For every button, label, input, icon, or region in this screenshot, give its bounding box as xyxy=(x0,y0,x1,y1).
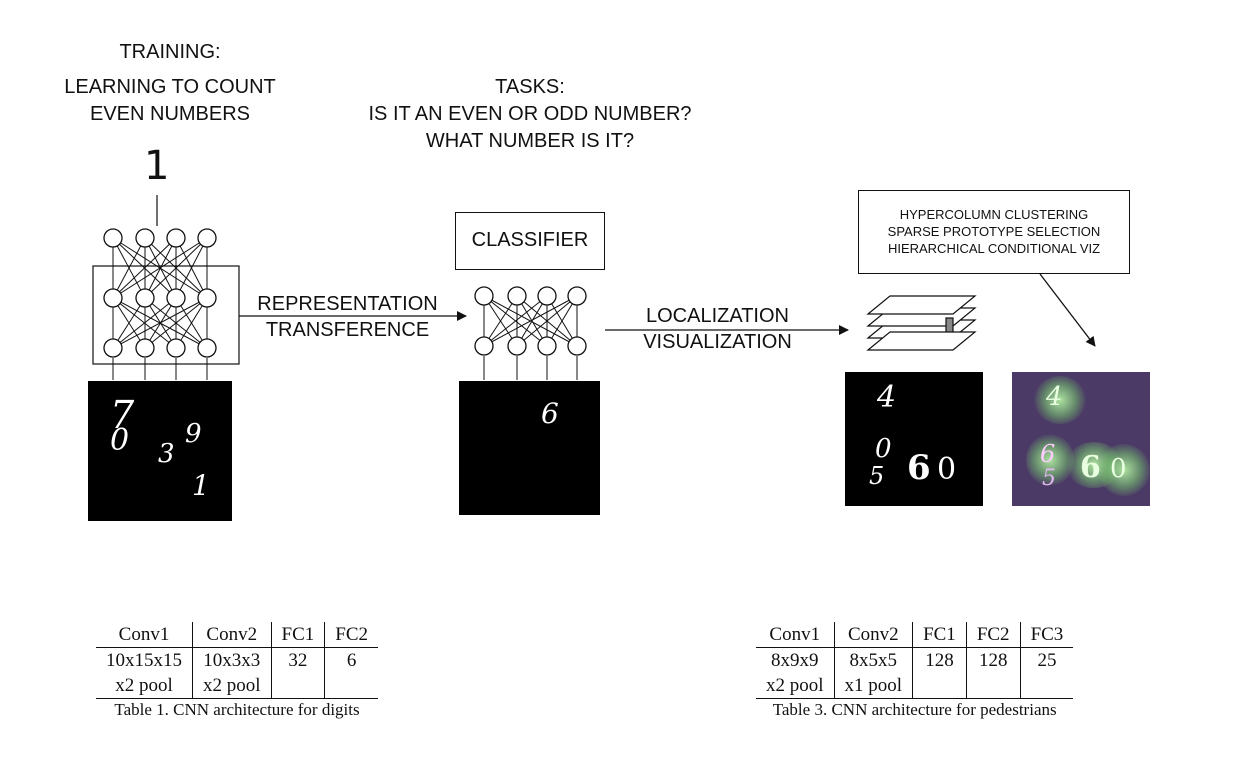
table-cell xyxy=(966,673,1021,698)
arrow-transference-label: TRANSFERENCE xyxy=(265,319,430,341)
stacked-feature-maps-icon xyxy=(866,295,977,351)
arrow-localization-label: LOCALIZATION xyxy=(646,305,789,327)
table-cell xyxy=(325,673,378,698)
digit-3: 3 xyxy=(158,439,175,469)
table-cell: x2 pool xyxy=(756,673,835,698)
table-header: FC2 xyxy=(966,622,1021,648)
table-1-grid: Conv1 Conv2 FC1 FC2 10x15x15 10x3x3 32 6… xyxy=(96,622,379,698)
visualization-heatmap-image: 4 6 5 6 0 xyxy=(1012,372,1150,506)
table-cell: 128 xyxy=(912,647,967,673)
table-1: Conv1 Conv2 FC1 FC2 10x15x15 10x3x3 32 6… xyxy=(96,622,379,721)
tasks-title: TASKS: xyxy=(495,76,565,98)
training-network-nodes xyxy=(103,228,217,358)
table-cell xyxy=(271,673,326,698)
digit-0: 0 xyxy=(875,434,892,464)
classifier-network xyxy=(474,286,587,380)
table-header: FC3 xyxy=(1020,622,1074,648)
digit-9: 9 xyxy=(185,419,202,449)
table-cell xyxy=(1020,673,1073,698)
table-cell: 10x15x15 xyxy=(96,647,193,673)
tasks-question-2: WHAT NUMBER IS IT? xyxy=(425,130,635,152)
arrow-representation-label: REPRESENTATION xyxy=(257,293,438,315)
table-3-grid: Conv1 Conv2 FC1 FC2 FC3 8x9x9 8x5x5 128 … xyxy=(756,622,1074,698)
table-header: Conv1 xyxy=(756,622,835,648)
training-output-digit: 1 xyxy=(144,143,170,189)
table-header: FC2 xyxy=(324,622,379,648)
digit-6: 6 xyxy=(1080,450,1101,485)
digit-0: 0 xyxy=(937,452,957,487)
table-header: FC1 xyxy=(912,622,967,648)
digit-4: 4 xyxy=(1046,382,1063,412)
highlight-blob xyxy=(1034,376,1086,424)
digit-6: 6 xyxy=(541,397,559,430)
digit-0: 0 xyxy=(110,423,130,458)
table-header: FC1 xyxy=(271,622,326,648)
method-sparse-prototype-selection: SPARSE PROTOTYPE SELECTION xyxy=(887,224,1101,239)
method-hierarchical-conditional-viz: HIERARCHICAL CONDITIONAL VIZ xyxy=(887,241,1101,256)
digit-4: 4 xyxy=(877,380,897,415)
arrow-visualization-label: VISUALIZATION xyxy=(643,331,792,353)
localization-image: 4 0 5 6 0 xyxy=(845,372,983,506)
table-cell xyxy=(912,673,967,698)
table-header: Conv2 xyxy=(192,622,272,648)
training-subtitle-line1: LEARNING TO COUNT xyxy=(64,76,276,98)
table-cell: 6 xyxy=(346,650,357,671)
table-3: Conv1 Conv2 FC1 FC2 FC3 8x9x9 8x5x5 128 … xyxy=(756,622,1074,721)
digit-0: 0 xyxy=(1110,454,1127,484)
table-cell: x1 pool xyxy=(834,673,914,698)
training-digits-image: 7 0 3 9 1 xyxy=(88,381,232,521)
table-cell: 128 xyxy=(966,647,1021,673)
digit-7: 7 xyxy=(110,393,135,437)
digit-6: 6 xyxy=(1040,440,1056,468)
digit-6: 6 xyxy=(907,448,931,488)
highlight-blob xyxy=(1098,444,1150,496)
methods-box xyxy=(858,190,1130,274)
table-header: Conv1 xyxy=(96,622,193,648)
table-3-caption: Table 3. CNN architecture for pedestrian… xyxy=(756,698,1074,721)
classifier-digit-image: 6 xyxy=(459,381,600,515)
training-subtitle-line2: EVEN NUMBERS xyxy=(89,103,251,125)
table-cell: 8x5x5 xyxy=(834,647,914,673)
classifier-label: CLASSIFIER xyxy=(471,229,589,251)
table-header: Conv2 xyxy=(834,622,914,648)
digit-1: 1 xyxy=(192,469,210,502)
digit-5: 5 xyxy=(869,462,885,490)
training-title: TRAINING: xyxy=(119,41,221,63)
table-cell: x2 pool xyxy=(96,673,193,698)
arrow-methods-to-visualization xyxy=(1039,273,1096,347)
tasks-question-1: IS IT AN EVEN OR ODD NUMBER? xyxy=(368,103,692,125)
table-cell: 32 xyxy=(271,647,326,673)
table-cell: 25 xyxy=(1037,650,1057,671)
training-network xyxy=(92,195,240,380)
table-1-caption: Table 1. CNN architecture for digits xyxy=(96,698,379,721)
table-cell: 10x3x3 xyxy=(192,647,272,673)
classifier-box xyxy=(455,212,605,270)
table-cell: x2 pool xyxy=(192,673,272,698)
table-cell: 8x9x9 xyxy=(756,647,835,673)
digit-5: 5 xyxy=(1042,466,1056,491)
method-hypercolumn-clustering: HYPERCOLUMN CLUSTERING xyxy=(899,207,1089,222)
